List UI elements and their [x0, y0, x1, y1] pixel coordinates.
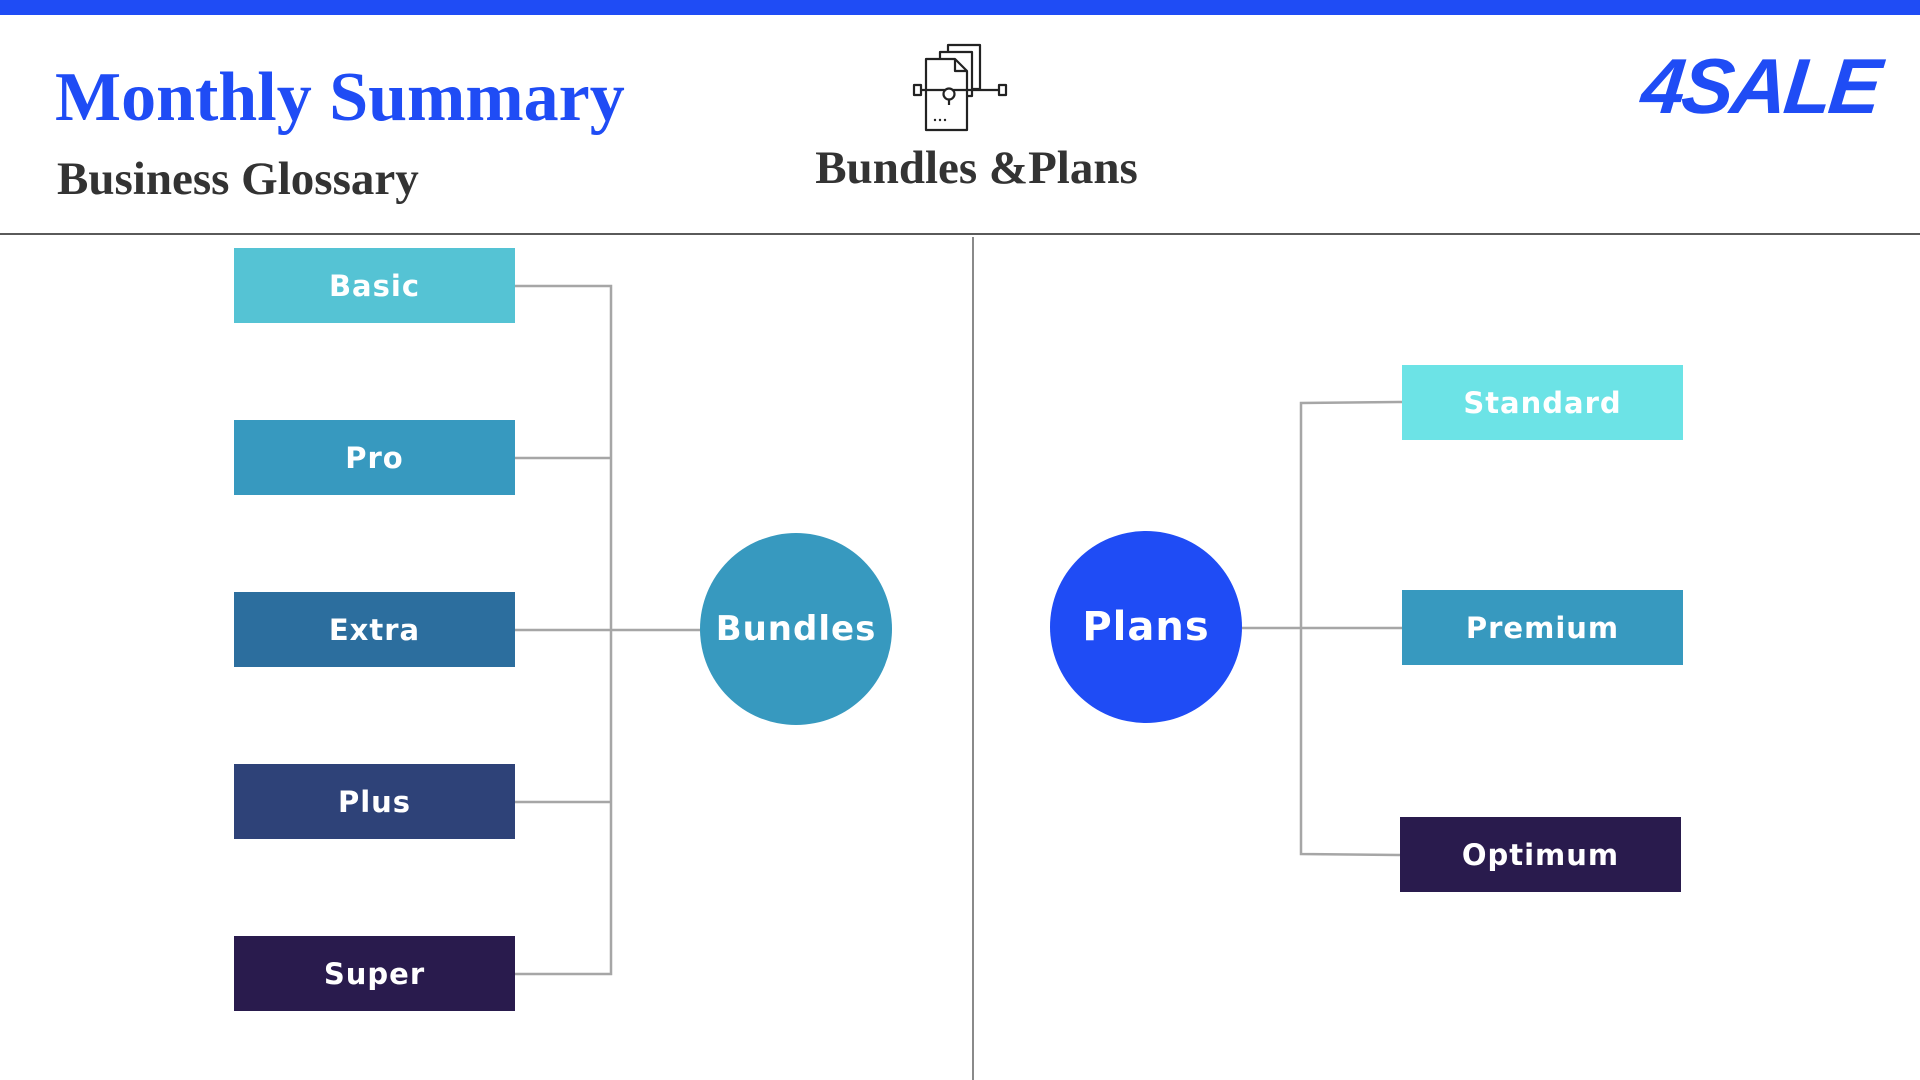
plan-label-standard: Standard — [1463, 385, 1622, 420]
bundle-box-extra: Extra — [234, 592, 515, 667]
bundle-box-super: Super — [234, 936, 515, 1011]
bundle-box-plus: Plus — [234, 764, 515, 839]
bundle-label-super: Super — [323, 956, 426, 991]
bundle-box-basic: Basic — [234, 248, 515, 323]
plan-label-optimum: Optimum — [1461, 837, 1620, 872]
plan-box-standard: Standard — [1402, 365, 1683, 440]
page-title: Monthly Summary — [55, 59, 625, 136]
bundles-node: Bundles — [700, 533, 892, 725]
bundle-label-plus: Plus — [337, 784, 412, 819]
bundle-label-basic: Basic — [328, 268, 421, 303]
plans-node-label: Plans — [1082, 604, 1210, 650]
vertical-divider — [972, 237, 974, 1080]
plans-node: Plans — [1050, 531, 1242, 723]
plan-box-optimum: Optimum — [1400, 817, 1681, 892]
bundle-box-pro: Pro — [234, 420, 515, 495]
plan-box-premium: Premium — [1402, 590, 1683, 665]
top-accent-bar — [0, 0, 1920, 15]
documents-icon — [912, 43, 1008, 132]
plan-label-premium: Premium — [1465, 610, 1620, 645]
section-title: Bundles &Plans — [815, 142, 1138, 194]
page-subtitle: Business Glossary — [57, 153, 419, 205]
bundles-node-label: Bundles — [715, 609, 877, 649]
bundle-label-pro: Pro — [345, 440, 404, 475]
header-divider — [0, 233, 1920, 235]
bundle-label-extra: Extra — [328, 612, 421, 647]
